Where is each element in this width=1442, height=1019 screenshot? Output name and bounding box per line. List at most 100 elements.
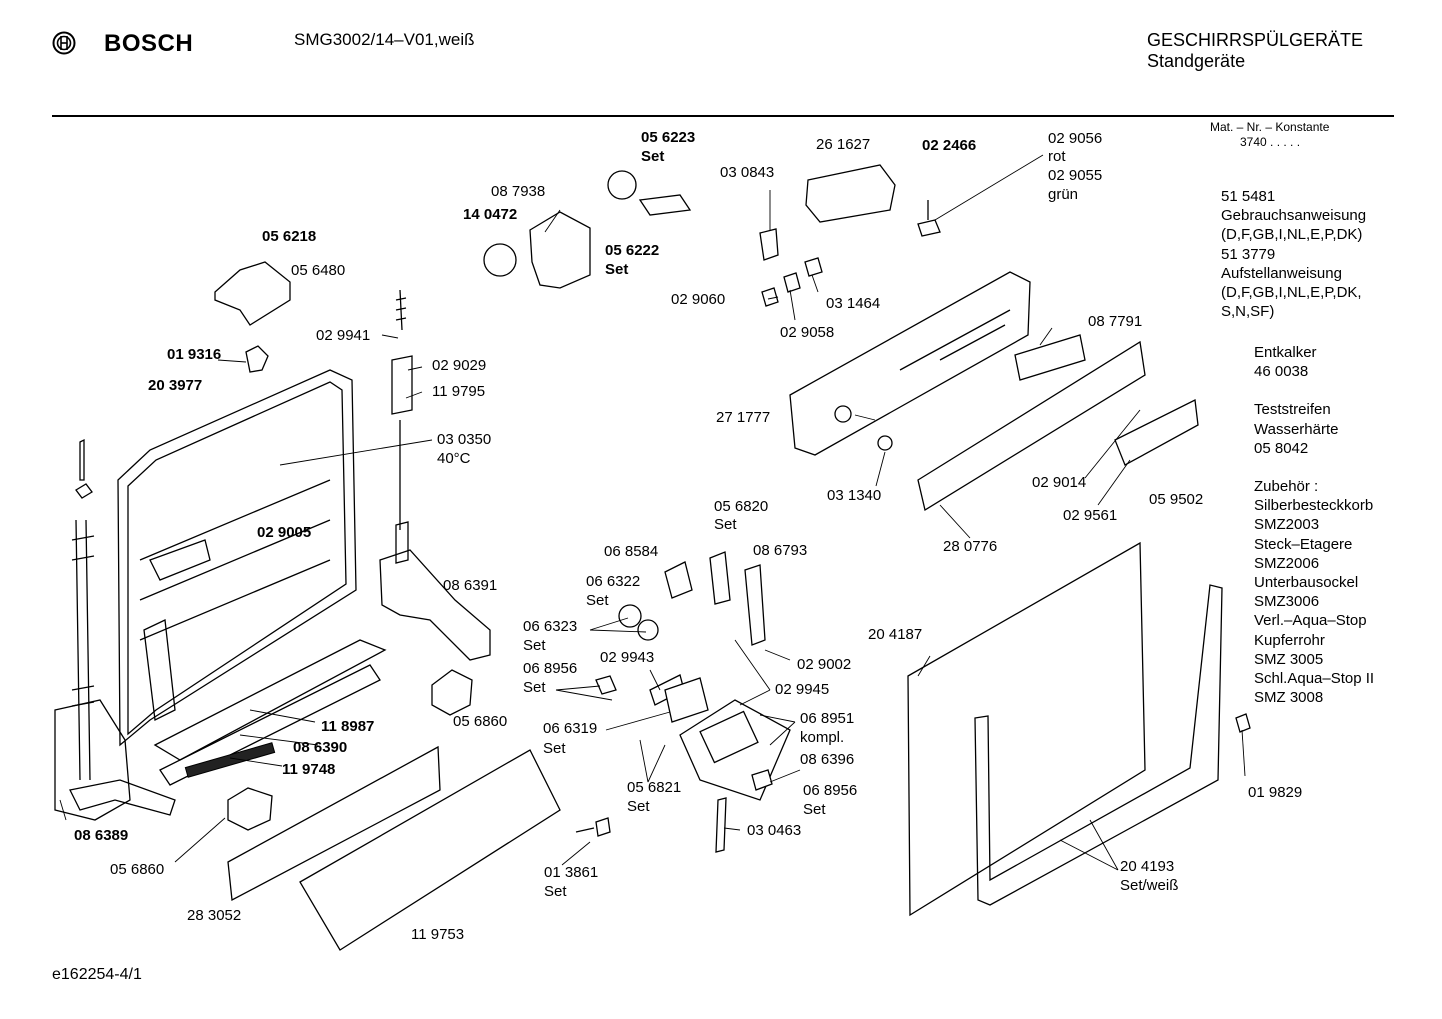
door-spring-assembly [391,289,413,564]
part-03-0843 [759,228,779,261]
category-title: GESCHIRRSPÜLGERÄTE [1147,30,1364,50]
foam-block-lower [227,787,273,831]
screw-01-9829 [1235,713,1251,733]
part-label: Set [627,798,650,815]
part-label: 05 6218 [262,228,317,245]
part-label: 05 6480 [291,262,346,279]
brand-name: BOSCH [104,30,194,57]
material-constant-title: Mat. – Nr. – Konstante [1210,120,1330,134]
category-subtitle: Standgeräte [1147,51,1246,71]
material-constant-value: 3740 . . . . . [1240,135,1301,149]
lever-08-6793 [744,564,766,646]
part-label: grün [1048,186,1079,203]
foam-block-upper [431,669,473,716]
part-label: Set [803,801,826,818]
part-label: Set [605,261,629,278]
part-06-6322 [618,604,642,628]
part-label: Set [523,679,546,696]
part-06-6323 [637,619,659,641]
plinth-panel-28-3052 [227,745,441,902]
switch-block-26-1627 [805,164,896,223]
outer-door-panel-20-4187 [907,541,1146,917]
timer-motor-08-7938 [483,211,591,289]
part-label: 26 1627 [816,136,871,153]
part-label: Set [543,740,566,757]
part-label: 20 4187 [868,626,923,643]
part-label: 05 6223 [641,129,696,146]
part-label: 06 6323 [523,618,578,635]
bracket-05-6820 [709,551,731,605]
part-label: 05 6860 [110,861,165,878]
left-hinge-assembly [54,438,176,821]
part-label: 08 7791 [1088,313,1143,330]
part-label: 02 9941 [316,327,371,344]
part-02-9060 [761,287,779,307]
part-label: 05 9502 [1149,491,1204,508]
part-label: 05 6222 [605,242,660,259]
part-label: 28 0776 [943,538,998,555]
part-label: Set/weiß [1120,877,1179,894]
part-label: 05 6821 [627,779,682,796]
part-label: 01 9316 [167,346,222,363]
part-label: 03 1464 [826,295,881,312]
door-frame-20-4193 [974,584,1223,906]
door-bottom-trim [153,639,387,786]
part-label: 06 8584 [604,543,659,560]
screw-01-3861 [575,817,611,837]
part-label: 08 6396 [800,751,855,768]
part-label: 02 2466 [922,137,977,154]
part-label: 06 8956 [523,660,578,677]
part-label: 08 7938 [491,183,546,200]
part-label: 14 0472 [463,206,518,223]
part-03-1464 [804,257,823,277]
part-label: 40°C [437,450,471,467]
part-label: Set [523,637,546,654]
part-label: 02 9056 [1048,130,1103,147]
part-label: 11 8987 [321,718,375,735]
header-rule [52,115,1394,117]
part-label: Set [586,592,609,609]
part-label: 03 0463 [747,822,802,839]
part-label: 20 4193 [1120,858,1175,875]
fascia-28-0776 [917,340,1146,512]
part-label: kompl. [800,729,845,746]
part-label: 06 8951 [800,710,855,727]
part-label: 08 6389 [74,827,129,844]
part-label: 01 3861 [544,864,599,881]
control-panel-27-1777 [789,271,1031,456]
part-06-8956-lower [751,769,773,791]
part-label: 01 9829 [1248,784,1303,801]
part-06-8956 [595,675,617,695]
part-label: 08 6391 [443,577,498,594]
plinth-panel-11-9753 [299,749,561,951]
part-label: 06 6319 [543,720,598,737]
part-label: rot [1048,148,1066,165]
part-label: 05 6820 [714,498,769,515]
part-label: 02 9002 [797,656,852,673]
part-label: 02 9055 [1048,167,1103,184]
part-label: 02 9060 [671,291,726,308]
part-label: 03 1340 [827,487,882,504]
part-label: Set [714,516,737,533]
door-lock-05-6218 [214,261,291,326]
documentation-notes: 51 5481 Gebrauchsanweisung (D,F,GB,I,NL,… [1221,188,1367,321]
part-label: 11 9795 [432,383,486,400]
bosch-logo-icon [52,31,76,55]
part-label: 03 0350 [437,431,492,448]
door-inner-panel [117,369,357,747]
part-label: 06 6322 [586,573,641,590]
part-label: 08 6793 [753,542,808,559]
hinge-bracket-right [379,549,491,661]
part-06-6319 [664,677,709,723]
sensor-02-2466 [917,200,941,237]
part-label: 11 9748 [282,761,336,778]
part-label: Set [641,148,665,165]
drawing-reference: e162254-4/1 [52,966,142,983]
part-label: 11 9753 [411,926,465,943]
dispenser-assembly-06-8951 [679,699,791,801]
part-06-8584 [664,561,693,599]
part-02-9058 [783,272,801,293]
switch-block-08-7791 [1014,334,1086,381]
part-label: 03 0843 [720,164,775,181]
